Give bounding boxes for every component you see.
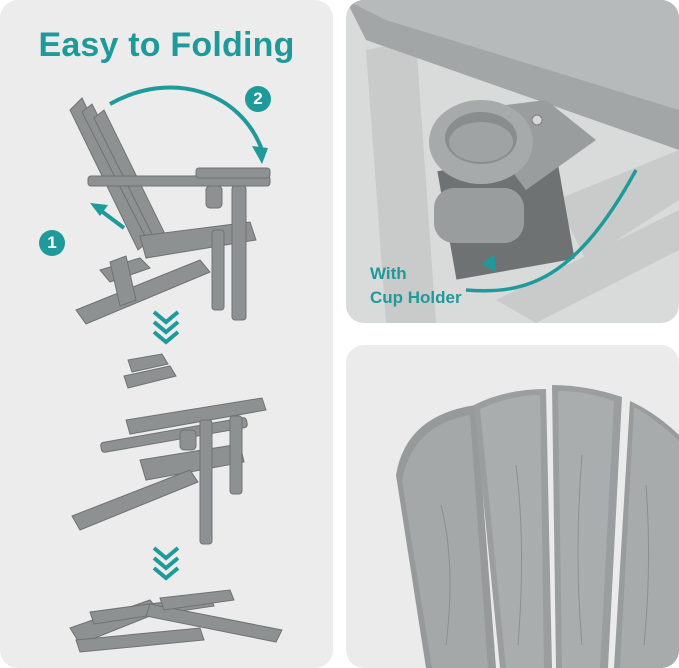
cup-holder-arrowhead: [482, 254, 496, 272]
backrest-closeup-panel: [346, 345, 679, 668]
step-1-arrow: [98, 208, 126, 230]
backrest-slats: [396, 385, 679, 668]
folding-title: Easy to Folding: [38, 26, 295, 64]
cup-holder-label-line-1: With: [370, 264, 407, 283]
chevron-down-icon: [152, 310, 180, 345]
armrest-top: [346, 0, 679, 110]
cup-holder-label-line-2: Cup Holder: [370, 288, 462, 307]
step-2-badge: 2: [245, 86, 271, 112]
chair-half-folded: [71, 353, 267, 545]
cup-holder-label: With Cup Holder: [370, 262, 462, 310]
fold-curve-arrow: [109, 85, 264, 151]
backrest-illustration: [396, 385, 679, 668]
chair-unfolded: [69, 97, 271, 325]
cup-holder-arrow: [465, 169, 638, 293]
step-1-arrowhead: [90, 203, 108, 216]
step-1-badge: 1: [39, 230, 65, 256]
background-chair-slats: [366, 40, 679, 323]
cup-holder-illustration: [346, 0, 679, 323]
chevron-down-icon: [152, 546, 180, 581]
screw-icon: [531, 114, 543, 126]
cup-holder-panel: With Cup Holder: [346, 0, 679, 323]
cup-holder-base: [434, 188, 524, 243]
folding-panel: Easy to Folding: [0, 0, 333, 668]
wood-grain: [440, 454, 650, 646]
chair-folded-flat: [69, 589, 283, 653]
folding-illustration: [69, 85, 283, 653]
fold-curve-arrowhead: [252, 146, 268, 164]
